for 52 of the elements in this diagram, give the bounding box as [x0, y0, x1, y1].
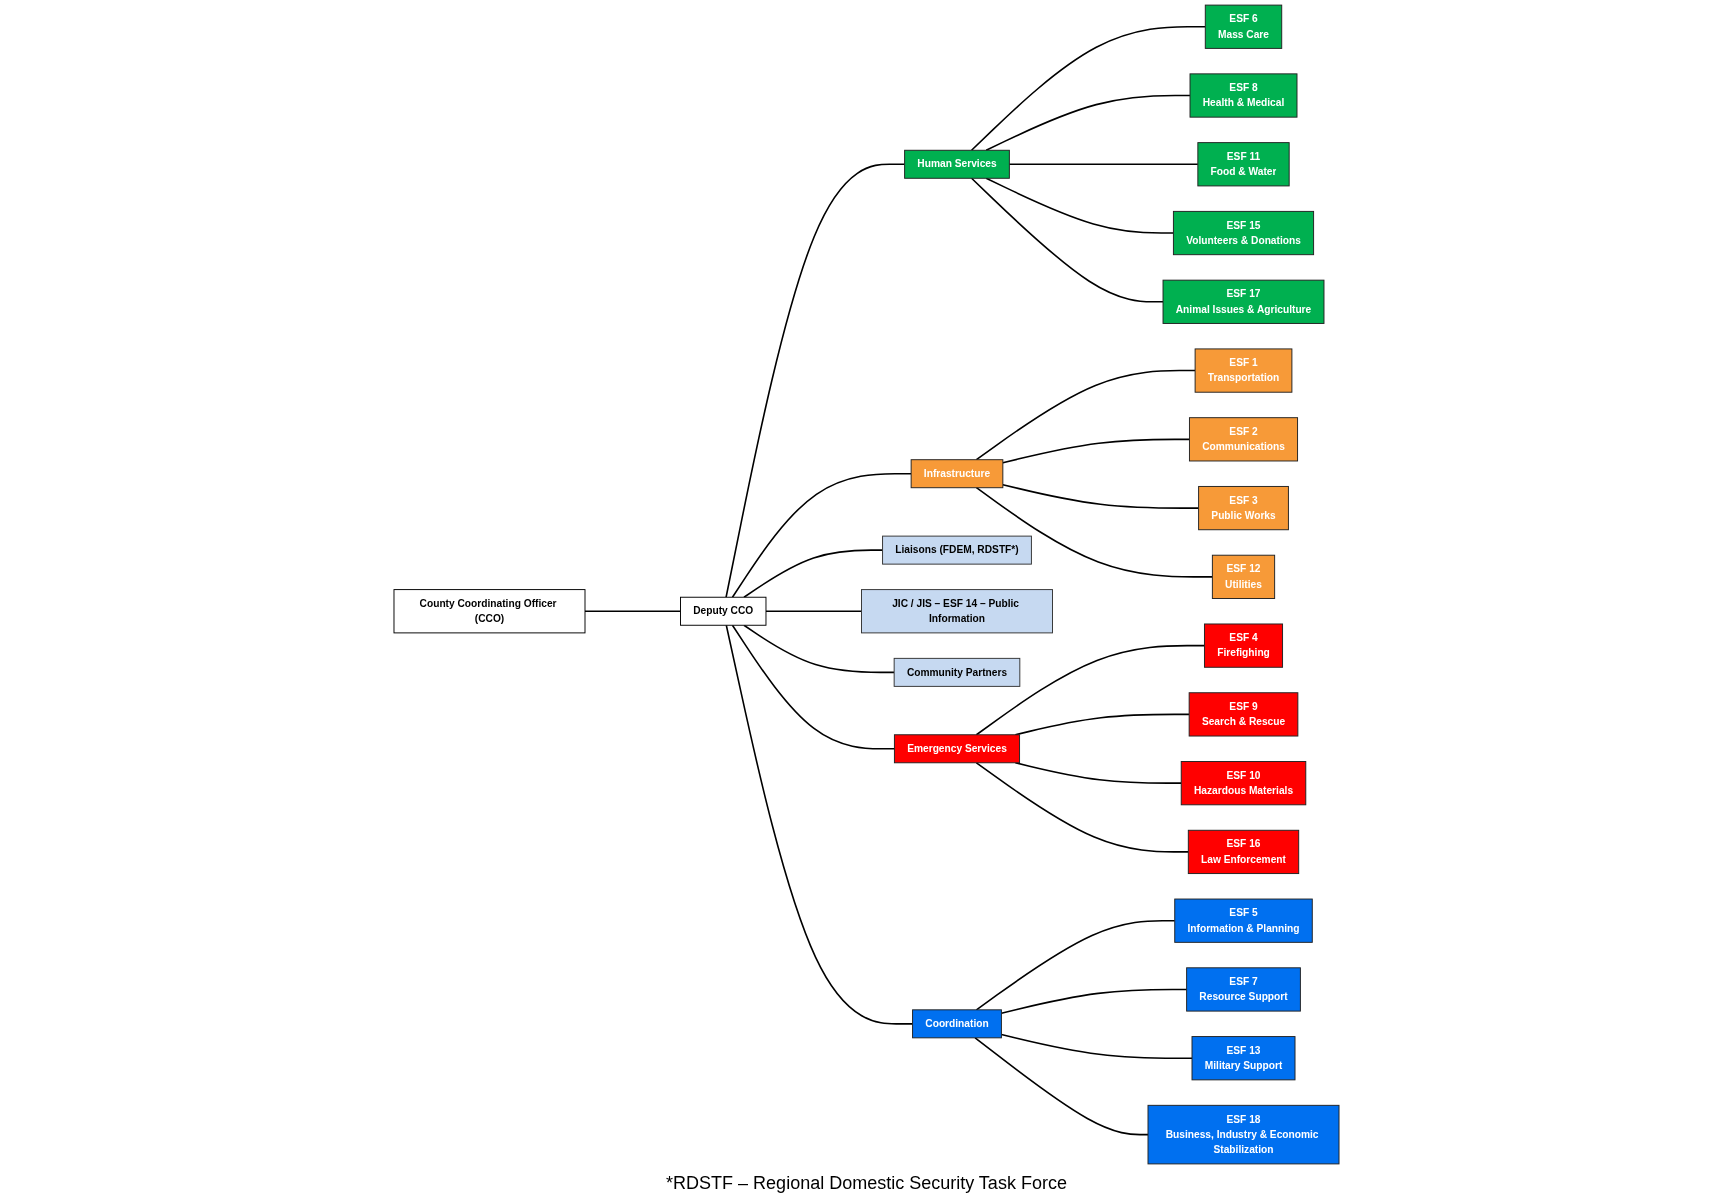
- connector: [1002, 438, 1191, 464]
- connector: [725, 163, 906, 599]
- node-box: ESF 5 Information & Planning: [1174, 898, 1313, 943]
- node-box: ESF 4 Firefighing: [1204, 623, 1284, 668]
- node-box: ESF 11 Food & Water: [1197, 142, 1290, 187]
- connector: [975, 644, 1206, 736]
- node-box: Infrastructure: [910, 459, 1004, 489]
- node-box: ESF 1 Transportation: [1194, 348, 1293, 393]
- node-box: Human Services: [904, 149, 1010, 179]
- connector: [970, 25, 1207, 152]
- node-box: Deputy CCO: [680, 596, 767, 626]
- connector: [765, 610, 863, 613]
- node-box: ESF 2 Communications: [1188, 417, 1299, 462]
- node-box: Community Partners: [893, 657, 1021, 687]
- node-box: ESF 10 Hazardous Materials: [1180, 761, 1307, 806]
- node-box: ESF 3 Public Works: [1198, 485, 1289, 531]
- node-box: ESF 8 Health & Medical: [1189, 73, 1298, 118]
- connector: [731, 624, 896, 750]
- node-box: County Coordinating Officer (CCO): [393, 589, 586, 634]
- node-box: ESF 9 Search & Rescue: [1188, 692, 1299, 737]
- connector: [743, 549, 884, 599]
- node-box: ESF 17 Animal Issues & Agriculture: [1162, 279, 1325, 324]
- connector: [975, 919, 1176, 1011]
- connector: [985, 94, 1191, 152]
- connector: [974, 1037, 1149, 1136]
- connector: [584, 610, 682, 613]
- node-box: ESF 16 Law Enforcement: [1187, 829, 1300, 875]
- node-box: JIC / JIS – ESF 14 – Public Information: [861, 589, 1053, 634]
- connector: [1002, 483, 1200, 509]
- connector: [975, 762, 1190, 853]
- node-box: ESF 13 Military Support: [1191, 1036, 1296, 1081]
- connector: [975, 486, 1214, 578]
- node-box: ESF 12 Utilities: [1211, 554, 1276, 599]
- footnote: *RDSTF – Regional Domestic Security Task Force: [666, 1173, 1067, 1194]
- node-box: ESF 18 Business, Industry & Economic Stabilization: [1147, 1104, 1340, 1165]
- node-box: ESF 6 Mass Care: [1204, 4, 1283, 49]
- connector: [743, 624, 895, 674]
- connector: [1014, 762, 1183, 784]
- connector: [725, 624, 914, 1025]
- connector: [970, 177, 1164, 303]
- connector: [1014, 713, 1190, 736]
- connector: [975, 369, 1196, 461]
- connector: [985, 177, 1175, 234]
- node-box: ESF 15 Volunteers & Donations: [1172, 210, 1315, 256]
- connector: [1008, 163, 1199, 166]
- node-box: ESF 7 Resource Support: [1186, 967, 1301, 1012]
- node-box: Coordination: [912, 1009, 1002, 1039]
- connector: [731, 472, 912, 599]
- connector: [1000, 988, 1188, 1014]
- connector: [1000, 1033, 1193, 1059]
- node-box: Emergency Services: [893, 734, 1021, 764]
- node-box: Liaisons (FDEM, RDSTF*): [882, 535, 1032, 565]
